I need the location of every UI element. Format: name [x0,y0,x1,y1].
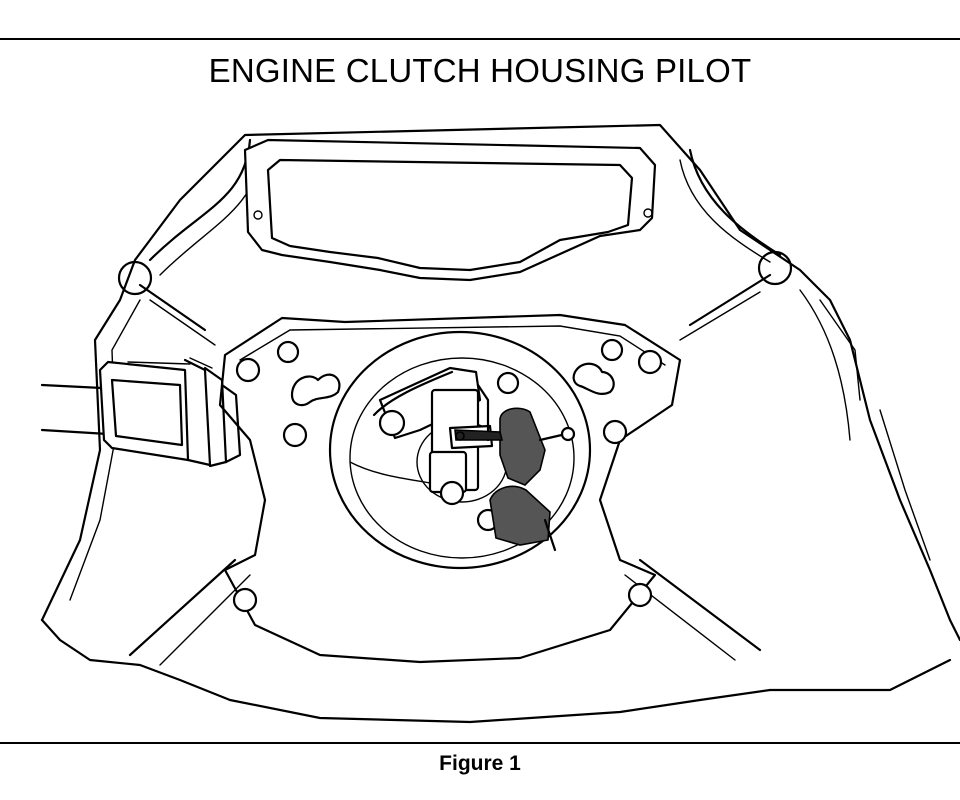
dial-indicator [372,366,520,532]
magnetic-base [454,407,576,552]
bottom-rule [0,742,960,744]
inspection-window [243,138,657,282]
diagram-title: ENGINE CLUTCH HOUSING PILOT [208,52,752,89]
mounting-holes [232,338,663,613]
clutch-housing-illustration [0,95,960,740]
figure-caption: Figure 1 [439,752,521,775]
top-rule [0,38,960,40]
bell-housing [40,123,960,724]
clutch-fork-boot [40,357,242,468]
